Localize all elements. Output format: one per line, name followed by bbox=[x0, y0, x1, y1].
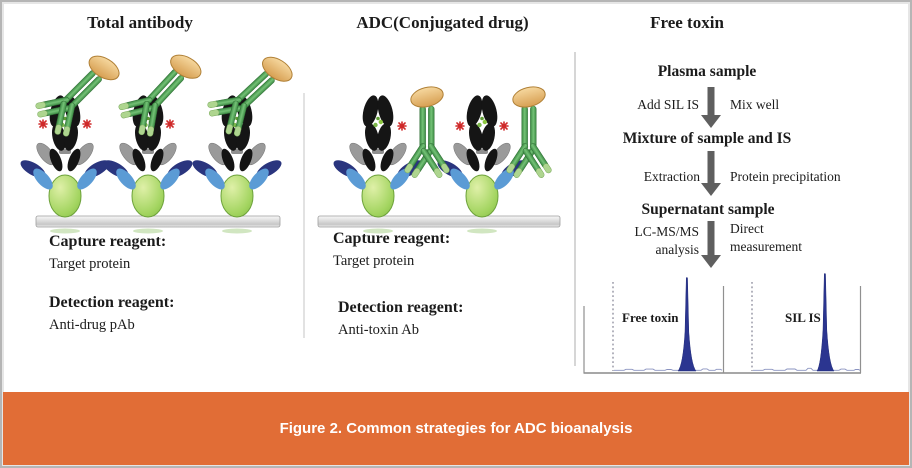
capture-reagent-icon bbox=[434, 139, 530, 218]
flow-label-extraction: Extraction bbox=[643, 169, 700, 184]
antibody-complex bbox=[434, 93, 530, 218]
flow-step-mixture: Mixture of sample and IS bbox=[622, 130, 792, 147]
down-arrow-icon bbox=[701, 151, 721, 196]
capture-reagent-icon bbox=[100, 139, 196, 218]
drug-marker-icon bbox=[397, 121, 407, 131]
drug-marker-icon bbox=[165, 119, 175, 129]
down-arrow-icon bbox=[701, 87, 721, 128]
detection-reagent-label: Detection reagent: bbox=[49, 294, 175, 311]
detection-reagent-label: Detection reagent: bbox=[338, 299, 464, 316]
drug-marker-icon bbox=[455, 121, 465, 131]
capture-reagent-icon bbox=[330, 139, 426, 218]
assay-surface bbox=[35, 215, 281, 228]
adc-antibody-icon bbox=[463, 93, 501, 153]
drug-marker-icon bbox=[82, 119, 92, 129]
detection-antibody-icon bbox=[403, 83, 451, 180]
down-arrow-icon bbox=[701, 221, 721, 268]
chromatogram bbox=[583, 273, 862, 374]
detection-reagent-value: Anti-toxin Ab bbox=[338, 322, 419, 338]
panel-title-adc: ADC(Conjugated drug) bbox=[356, 13, 529, 32]
detection-antibody-icon bbox=[201, 42, 304, 143]
flow-label-direct: Direct bbox=[730, 221, 764, 236]
flow-label-mix-well: Mix well bbox=[730, 97, 780, 112]
flow-label-protein-precipitation: Protein precipitation bbox=[730, 169, 841, 184]
drug-marker-icon bbox=[499, 121, 509, 131]
capture-reagent-value: Target protein bbox=[333, 253, 415, 269]
detection-antibody-icon bbox=[112, 40, 213, 143]
surface-shadow bbox=[50, 228, 497, 234]
adc-antibody-icon bbox=[359, 93, 397, 153]
capture-reagent-label: Capture reagent: bbox=[49, 233, 167, 250]
capture-reagent-value: Target protein bbox=[49, 256, 131, 272]
flow-step-plasma-sample: Plasma sample bbox=[657, 63, 757, 80]
antibody-complex bbox=[17, 41, 131, 218]
figure-caption: Figure 2. Common strategies for ADC bioa… bbox=[279, 420, 633, 437]
flow-label-add-sil-is: Add SIL IS bbox=[637, 97, 699, 112]
capture-reagent-icon bbox=[189, 139, 285, 218]
detection-antibody-icon bbox=[29, 41, 131, 143]
panel-title-total-antibody: Total antibody bbox=[87, 13, 193, 32]
chromatogram-label-sil-is: SIL IS bbox=[785, 310, 821, 325]
flow-step-supernatant: Supernatant sample bbox=[641, 201, 775, 218]
antibody-complex bbox=[189, 42, 304, 218]
capture-reagent-label: Capture reagent: bbox=[333, 230, 451, 247]
peak-icon bbox=[677, 277, 697, 372]
flow-label-analysis: analysis bbox=[655, 242, 700, 257]
panel-title-free-toxin: Free toxin bbox=[650, 13, 724, 32]
baseline-trace bbox=[614, 367, 861, 371]
detection-reagent-value: Anti-drug pAb bbox=[49, 317, 135, 333]
figure-caption-bar: Figure 2. Common strategies for ADC bioa… bbox=[3, 392, 909, 465]
chromatogram-label-free-toxin: Free toxin bbox=[622, 310, 679, 325]
flow-label-lcmsms: LC-MS/MS bbox=[634, 224, 699, 239]
capture-reagent-icon bbox=[17, 139, 113, 218]
drug-marker-icon bbox=[38, 119, 48, 129]
assay-surface bbox=[317, 215, 561, 228]
flow-arrows bbox=[701, 87, 721, 268]
antibody-complex bbox=[330, 93, 426, 218]
detection-antibody-icon bbox=[505, 83, 553, 180]
peak-icon bbox=[816, 273, 835, 372]
flow-label-measurement: measurement bbox=[730, 239, 802, 254]
